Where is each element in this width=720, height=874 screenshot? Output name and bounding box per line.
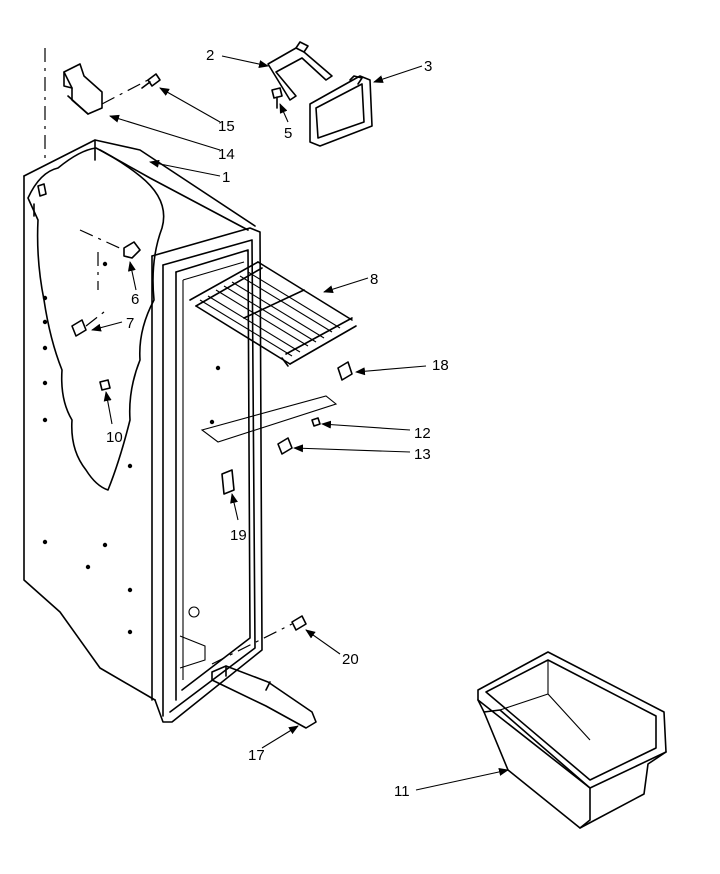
part-10-screw xyxy=(99,379,111,391)
callout-labels: 2 3 5 15 14 1 6 7 8 18 10 12 13 19 20 17… xyxy=(106,47,449,800)
callout-3: 3 xyxy=(424,58,432,75)
part-11-bin xyxy=(477,651,667,829)
callout-13: 13 xyxy=(414,446,431,463)
part-8-shelf xyxy=(189,261,357,367)
part-15-screw xyxy=(141,73,161,89)
part-18-clip xyxy=(337,361,353,381)
callout-14: 14 xyxy=(218,146,235,163)
leader-lines xyxy=(91,55,509,791)
callout-1: 1 xyxy=(222,169,230,186)
callout-8: 8 xyxy=(370,271,378,288)
part-17-rail xyxy=(211,665,317,729)
callout-17: 17 xyxy=(248,747,265,764)
part-19-clip xyxy=(221,469,235,495)
freezer-liner xyxy=(23,48,263,723)
callout-11: 11 xyxy=(394,783,410,800)
callout-12: 12 xyxy=(414,425,431,442)
callout-2: 2 xyxy=(206,47,214,64)
callout-10: 10 xyxy=(106,429,123,446)
callout-19: 19 xyxy=(230,527,247,544)
part-12-13-assembly xyxy=(200,395,338,455)
callout-6: 6 xyxy=(131,291,139,308)
part-3-frame xyxy=(309,75,373,147)
part-6-clip xyxy=(79,229,141,259)
callout-20: 20 xyxy=(342,651,359,668)
callout-5: 5 xyxy=(284,125,292,142)
part-20-screw xyxy=(211,615,307,665)
callout-15: 15 xyxy=(218,118,235,135)
part-7-clip xyxy=(71,311,105,337)
part-2-bracket xyxy=(267,41,333,101)
callout-18: 18 xyxy=(432,357,449,374)
part-14-bracket xyxy=(63,63,103,115)
mounting-holes xyxy=(42,261,221,635)
part-5-screw xyxy=(271,87,283,109)
callout-7: 7 xyxy=(126,315,134,332)
